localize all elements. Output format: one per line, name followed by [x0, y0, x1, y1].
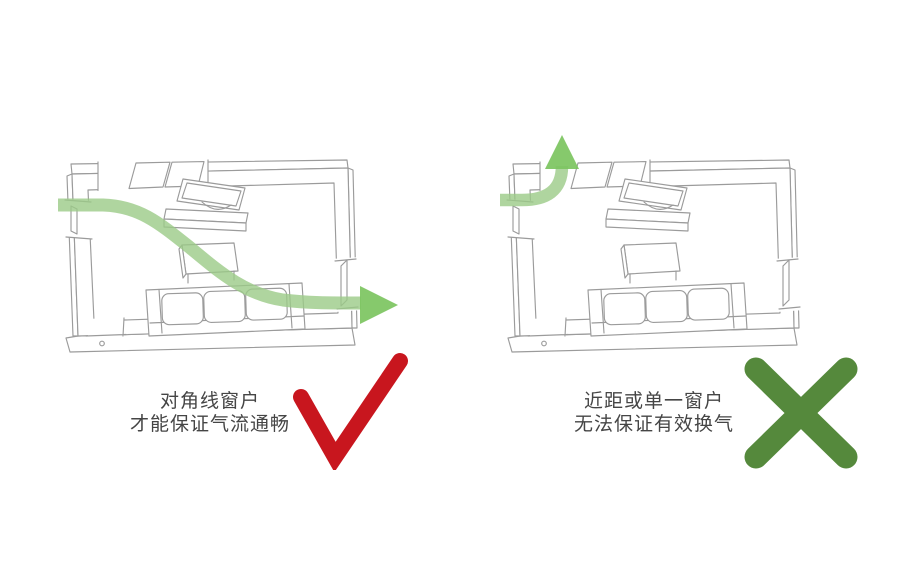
caption-line: 对角线窗户 [159, 391, 260, 412]
caption-diagonal-windows: 对角线窗户 才能保证气流通畅 [70, 390, 350, 436]
arrow-head-right-icon [360, 286, 398, 324]
room-diagram-single-window [500, 135, 805, 353]
caption-line: 近距或单一窗户 [583, 391, 724, 412]
arrow-head-up-icon [545, 135, 579, 169]
checkmark-icon [285, 352, 413, 470]
airflow-arrow-diagonal [58, 205, 398, 324]
airflow-arrow-short-circuit [500, 135, 579, 200]
caption-line: 才能保证气流通畅 [129, 414, 290, 435]
caption-single-window: 近距或单一窗户 无法保证有效换气 [514, 390, 794, 436]
room-diagram-diagonal-windows [58, 158, 398, 353]
cross-icon [743, 356, 859, 470]
caption-line: 无法保证有效换气 [573, 414, 734, 435]
